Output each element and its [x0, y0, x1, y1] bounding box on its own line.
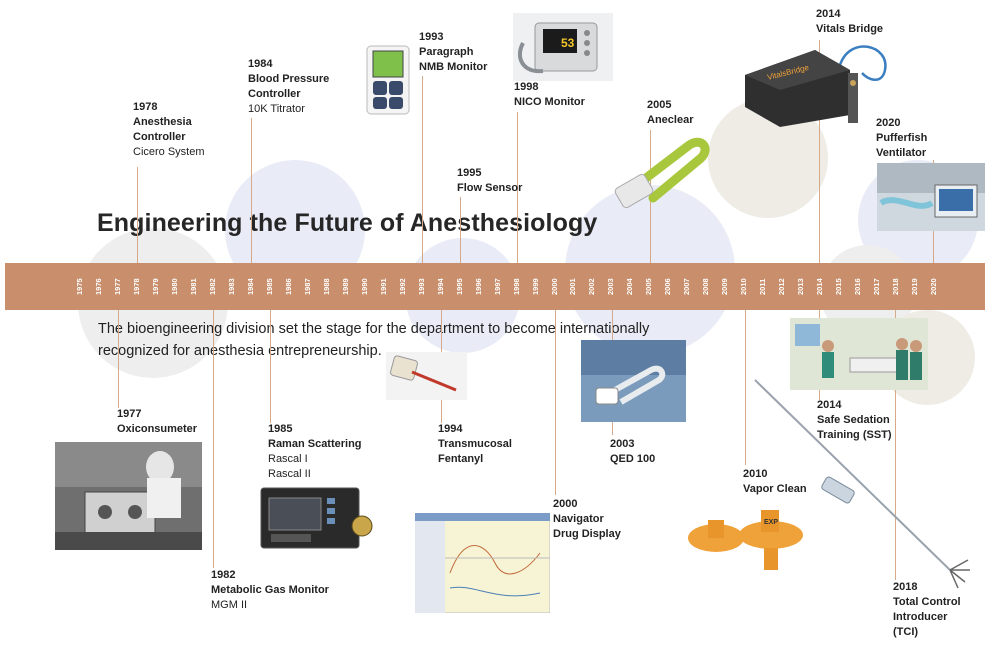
- milestone-1995: 1995 Flow Sensor: [457, 167, 523, 194]
- oxiconsumeter-photo: [55, 442, 202, 550]
- milestone-1994: 1994 Transmucosal Fentanyl: [438, 423, 512, 465]
- year-label: 2005: [644, 278, 654, 296]
- year-label: 2020: [929, 278, 939, 296]
- year-label: 1994: [435, 278, 445, 296]
- year-label: 1982: [207, 278, 217, 296]
- milestone-1982: 1982 Metabolic Gas Monitor MGM II: [211, 569, 329, 611]
- milestone-2005: 2005 Aneclear: [647, 99, 694, 126]
- navigator-display-icon: [415, 513, 550, 613]
- vapor-cap-text: EXP: [764, 519, 778, 526]
- year-label: 2013: [796, 278, 806, 296]
- aneclear-icon: [614, 137, 710, 209]
- lollipop-icon: [386, 352, 467, 400]
- year-label: 2016: [853, 278, 863, 296]
- timeline-band: [5, 263, 985, 310]
- connector-1998: [517, 112, 518, 263]
- connector-1985: [270, 310, 271, 423]
- year-label: 2009: [720, 278, 730, 296]
- year-label: 2017: [872, 278, 882, 296]
- year-label: 2012: [777, 278, 787, 296]
- milestone-1977: 1977 Oxiconsumeter: [117, 408, 198, 435]
- connector-2014a: [819, 40, 820, 263]
- year-label: 1997: [492, 278, 502, 296]
- year-label: 2011: [758, 278, 768, 296]
- year-label: 1991: [378, 278, 388, 296]
- year-label: 2014: [815, 278, 825, 296]
- year-label: 1975: [75, 278, 84, 296]
- sedation-training-photo: [790, 318, 928, 390]
- year-label: 1987: [302, 278, 312, 296]
- connector-2018: [895, 310, 896, 580]
- year-label: 1980: [169, 278, 179, 296]
- year-label: 2004: [625, 278, 635, 296]
- milestone-2000: 2000 Navigator Drug Display: [553, 498, 621, 540]
- year-label: 1978: [131, 278, 141, 296]
- vitals-bridge-icon: VitalsBridge: [745, 45, 887, 127]
- year-label: 1986: [283, 278, 293, 296]
- qed-device-icon: [581, 340, 686, 422]
- year-label: 2003: [606, 278, 616, 296]
- year-label: 1992: [397, 278, 407, 296]
- page-title: Engineering the Future of Anesthesiology: [97, 209, 598, 237]
- paragraph-monitor-icon: [366, 45, 410, 115]
- page-subtitle: The bioengineering division set the stag…: [98, 321, 650, 359]
- year-label: 2007: [682, 278, 692, 296]
- year-label: 1976: [93, 278, 103, 296]
- year-label: 1990: [359, 278, 369, 296]
- introducer-icon: [754, 379, 970, 589]
- milestone-1978: 1978 Anesthesia Controller Cicero System: [133, 101, 205, 158]
- year-label: 1995: [454, 278, 464, 296]
- year-label: 2002: [587, 278, 597, 296]
- vapor-clean-icon: EXP: [688, 510, 803, 570]
- milestone-2018: 2018 Total Control Introducer (TCI): [893, 581, 961, 638]
- year-label: 1998: [511, 278, 521, 296]
- year-label: 1988: [321, 278, 331, 296]
- connector-1982: [213, 310, 214, 568]
- connector-1978: [137, 167, 138, 263]
- year-label: 2000: [549, 278, 559, 296]
- ventilator-icon: [877, 163, 985, 231]
- milestone-1985: 1985 Raman Scattering Rascal I Rascal II: [268, 423, 362, 480]
- milestone-2014-sst: 2014 Safe Sedation Training (SST): [817, 399, 892, 441]
- milestone-1998: 1998 NICO Monitor: [514, 81, 585, 108]
- connector-2000: [555, 310, 556, 495]
- year-label: 1996: [473, 278, 483, 296]
- connector-1993: [422, 76, 423, 263]
- year-label: 1979: [150, 278, 160, 296]
- milestone-1984: 1984 Blood Pressure Controller 10K Titra…: [248, 58, 330, 115]
- year-label: 1981: [188, 278, 198, 296]
- year-label: 1977: [112, 278, 122, 296]
- year-label: 1999: [530, 278, 540, 296]
- year-label: 1983: [226, 278, 236, 296]
- connector-1995: [460, 197, 461, 263]
- milestone-1993: 1993 Paragraph NMB Monitor: [419, 31, 488, 73]
- milestone-2003: 2003 QED 100: [610, 438, 656, 465]
- year-label: 1993: [416, 278, 426, 296]
- milestone-2020: 2020 Pufferfish Ventilator: [876, 117, 928, 159]
- connector-2010: [745, 310, 746, 465]
- year-label: 2010: [739, 278, 749, 296]
- year-label: 2019: [910, 278, 920, 296]
- connector-1984: [251, 118, 252, 263]
- connector-1977: [118, 310, 119, 408]
- year-label: 1989: [340, 278, 350, 296]
- year-label: 2018: [891, 278, 901, 296]
- year-label: 2006: [663, 278, 673, 296]
- year-label: 2015: [834, 278, 844, 296]
- year-label: 2008: [701, 278, 711, 296]
- year-label: 1984: [245, 278, 255, 296]
- nico-monitor-icon: 53: [513, 13, 613, 81]
- year-label: 2001: [568, 278, 578, 296]
- milestone-2014-vitals: 2014 Vitals Bridge: [816, 8, 884, 35]
- year-label: 1985: [264, 278, 274, 296]
- mgm-monitor-icon: [260, 487, 373, 549]
- milestone-2010: 2010 Vapor Clean: [743, 468, 807, 495]
- nico-display-value: 53: [561, 36, 575, 50]
